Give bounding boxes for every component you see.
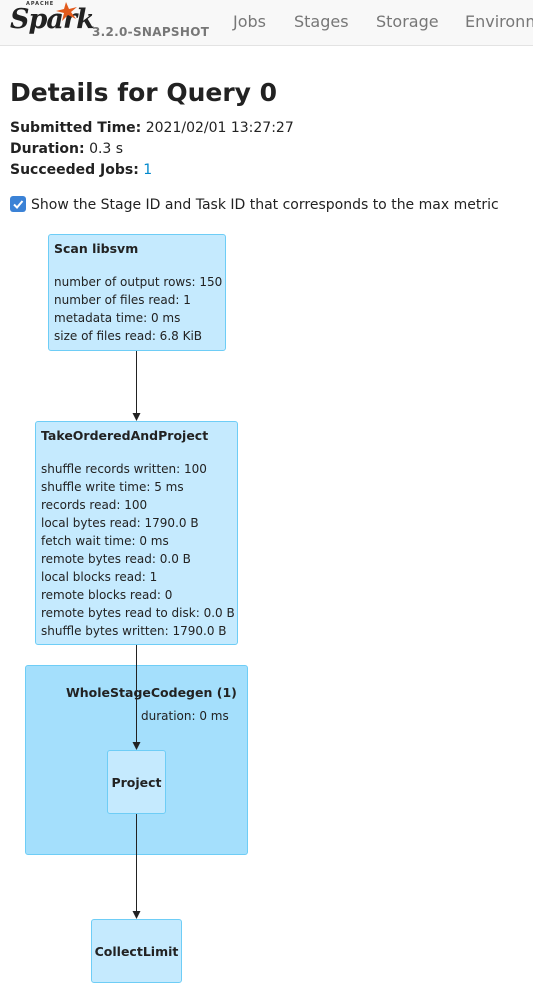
succeeded-job-link[interactable]: 1 <box>143 162 153 178</box>
nav-stages[interactable]: Stages <box>294 12 349 31</box>
submitted-time-row: Submitted Time: 2021/02/01 13:27:27 <box>10 120 294 136</box>
spark-flame-icon <box>56 2 77 21</box>
node-project[interactable]: Project <box>107 750 166 814</box>
max-metric-toggle[interactable]: Show the Stage ID and Task ID that corre… <box>10 196 499 213</box>
metric: number of output rows: 150 <box>54 275 223 289</box>
duration-label: Duration: <box>10 141 85 157</box>
node-collect-limit[interactable]: CollectLimit <box>91 919 182 983</box>
node-name: Scan libsvm <box>54 241 139 256</box>
metric: local bytes read: 1790.0 B <box>41 516 199 530</box>
metric: records read: 100 <box>41 498 148 512</box>
metric: shuffle records written: 100 <box>41 462 207 476</box>
page-title: Details for Query 0 <box>10 78 278 107</box>
metric: shuffle bytes written: 1790.0 B <box>41 624 227 638</box>
max-metric-label: Show the Stage ID and Task ID that corre… <box>31 197 499 213</box>
metric: size of files read: 6.8 KiB <box>54 329 203 343</box>
metric: local blocks read: 1 <box>41 570 158 584</box>
logo-spark-text: Spark <box>10 4 95 35</box>
checkmark-icon <box>13 200 24 209</box>
metric: remote blocks read: 0 <box>41 588 173 602</box>
succeeded-jobs-label: Succeeded Jobs: <box>10 162 139 178</box>
nav-environment[interactable]: Environment <box>465 12 533 31</box>
metric: remote bytes read: 0.0 B <box>41 552 191 566</box>
node-name: CollectLimit <box>94 943 179 959</box>
spark-logo[interactable]: APACHE Spark <box>8 0 95 40</box>
node-take-ordered-and-project[interactable]: TakeOrderedAndProject shuffle records wr… <box>35 421 238 645</box>
max-metric-checkbox[interactable] <box>10 196 26 212</box>
submitted-time-label: Submitted Time: <box>10 120 142 136</box>
node-scan-libsvm[interactable]: Scan libsvm number of output rows: 150 n… <box>48 234 226 351</box>
submitted-time-value: 2021/02/01 13:27:27 <box>145 120 294 136</box>
duration-value: 0.3 s <box>89 141 124 157</box>
node-name: Project <box>111 774 162 790</box>
spark-version: 3.2.0-SNAPSHOT <box>92 25 210 39</box>
nav-jobs[interactable]: Jobs <box>233 12 266 31</box>
logo-apache-text: APACHE <box>26 1 55 7</box>
metric: remote bytes read to disk: 0.0 B <box>41 606 235 620</box>
metric: metadata time: 0 ms <box>54 311 181 325</box>
navbar: APACHE Spark 3.2.0-SNAPSHOT Jobs Stages … <box>0 0 533 46</box>
metric: number of files read: 1 <box>54 293 191 307</box>
cluster-name: WholeStageCodegen (1) <box>66 685 237 700</box>
node-name: TakeOrderedAndProject <box>41 428 209 443</box>
metric: fetch wait time: 0 ms <box>41 534 169 548</box>
succeeded-jobs-row: Succeeded Jobs: 1 <box>10 162 152 178</box>
cluster-duration: duration: 0 ms <box>141 709 229 723</box>
duration-row: Duration: 0.3 s <box>10 141 123 157</box>
nav-storage[interactable]: Storage <box>376 12 439 31</box>
metric: shuffle write time: 5 ms <box>41 480 184 494</box>
